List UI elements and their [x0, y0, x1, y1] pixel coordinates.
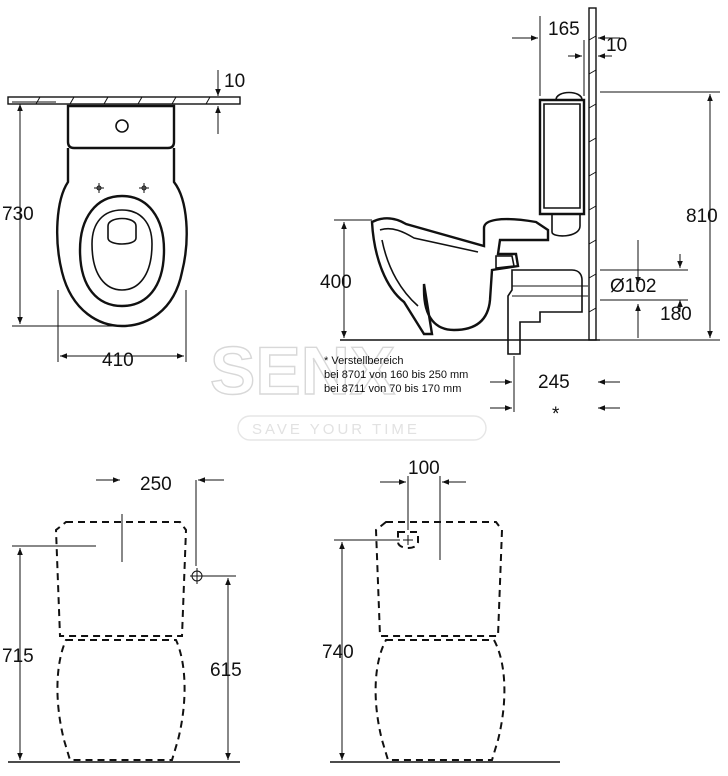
side-view-asterisk: *	[552, 404, 560, 425]
top-view: 730 410 10	[2, 70, 245, 371]
top-view-seat	[78, 194, 166, 308]
side-view-note-title: * Verstellbereich	[324, 355, 404, 367]
side-view: 400 810 165 10 Ø102 180 245 * * V	[320, 7, 720, 425]
top-view-flush-button	[115, 119, 129, 133]
side-view-outlet-pipe	[507, 269, 583, 355]
side-view-wall	[588, 7, 597, 341]
top-view-wall-gap-label: 10	[224, 71, 245, 92]
top-view-hinge-left	[94, 183, 104, 193]
back-view-valve	[397, 531, 419, 549]
side-view-note-line2: bei 8711 von 70 bis 170 mm	[324, 383, 461, 395]
top-view-wall	[7, 96, 241, 105]
side-view-pipe-height-label: 180	[660, 304, 692, 325]
front-view-total-height-label: 715	[2, 646, 34, 667]
top-view-bowl	[56, 148, 188, 328]
side-view-outlet-distance-label: 245	[538, 372, 570, 393]
watermark-tagline: SAVE YOUR TIME	[252, 421, 420, 438]
side-view-wall-gap-label: 10	[606, 35, 627, 56]
front-view-supply-connection	[190, 568, 236, 584]
top-view-bowl-opening	[91, 209, 153, 291]
side-view-pipe-diameter-label: Ø102	[610, 276, 656, 297]
side-view-tank	[538, 98, 586, 216]
front-view-width-label: 250	[140, 474, 172, 495]
side-view-total-height-label: 810	[686, 206, 718, 227]
side-view-tank-offset-label: 165	[548, 19, 580, 40]
top-view-tank	[66, 104, 176, 150]
watermark: SENX SAVE YOUR TIME	[209, 332, 487, 441]
top-view-hinge-right	[139, 183, 149, 193]
side-view-bowl	[370, 217, 550, 336]
front-view-bowl	[56, 639, 186, 761]
back-view-total-height-label: 740	[322, 642, 354, 663]
watermark-brand: SENX	[210, 333, 395, 409]
back-view-bowl	[374, 639, 506, 761]
back-view-offset-label: 100	[408, 458, 440, 479]
back-view: 100 740	[322, 458, 560, 763]
top-view-depth-label: 730	[2, 204, 34, 225]
front-view-supply-height-label: 615	[210, 660, 242, 681]
front-view-tank	[54, 521, 188, 637]
top-view-width-label: 410	[102, 350, 134, 371]
side-view-bowl-height-label: 400	[320, 272, 352, 293]
front-view: 250 715 615	[2, 474, 242, 763]
back-view-tank	[374, 521, 504, 637]
side-view-note-line1: bei 8701 von 160 bis 250 mm	[324, 369, 468, 381]
